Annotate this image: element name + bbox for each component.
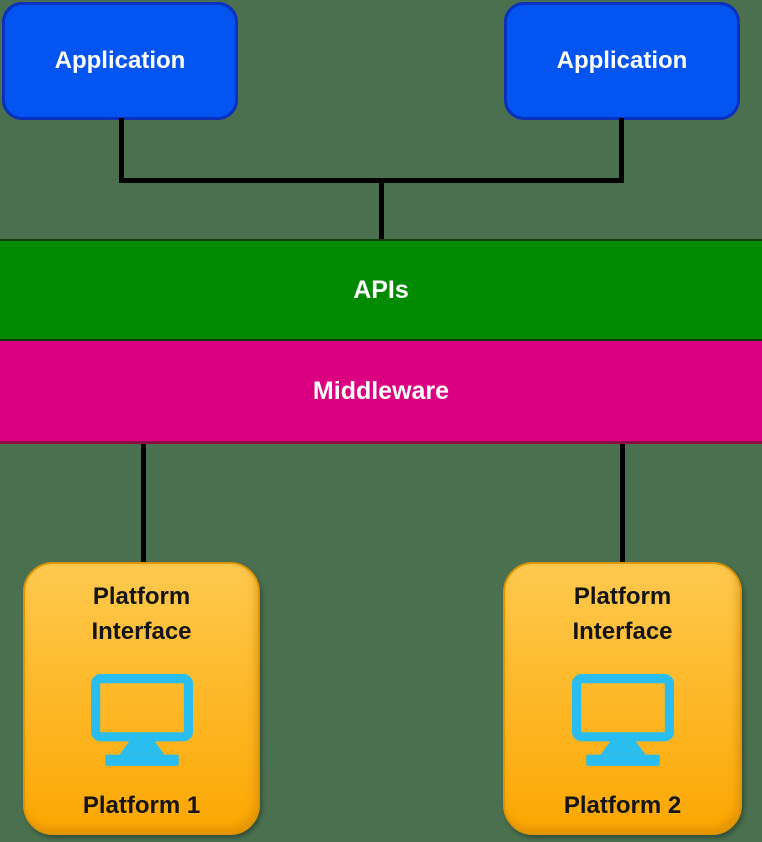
connector-application-right	[619, 118, 624, 181]
monitor-icon	[571, 673, 674, 766]
platform-interface-left-label: Platform Interface	[91, 583, 192, 645]
middleware-layer-bar: Middleware	[0, 341, 762, 444]
connector-bus-to-apis	[379, 183, 384, 240]
middleware-label: Middleware	[312, 376, 450, 405]
connector-middleware-to-platform-2	[620, 444, 625, 563]
apis-layer-bar: APIs	[0, 239, 762, 341]
connector-middleware-to-platform-1	[141, 444, 146, 563]
connector-bus-horizontal	[119, 178, 624, 183]
application-right-label: Application	[556, 47, 688, 74]
monitor-icon	[90, 673, 193, 766]
application-left-label: Application	[54, 47, 186, 74]
platform-1-label: Platform 1	[82, 791, 201, 819]
platform-node-1: Platform Interface Platform 1	[23, 562, 260, 835]
apis-label: APIs	[353, 275, 409, 304]
application-node-right: Application	[504, 2, 740, 120]
connector-application-left	[119, 118, 124, 181]
application-node-left: Application	[2, 2, 238, 120]
platform-interface-right-label: Platform Interface	[572, 583, 673, 645]
platform-2-label: Platform 2	[563, 791, 682, 819]
platform-node-2: Platform Interface Platform 2	[503, 562, 742, 835]
